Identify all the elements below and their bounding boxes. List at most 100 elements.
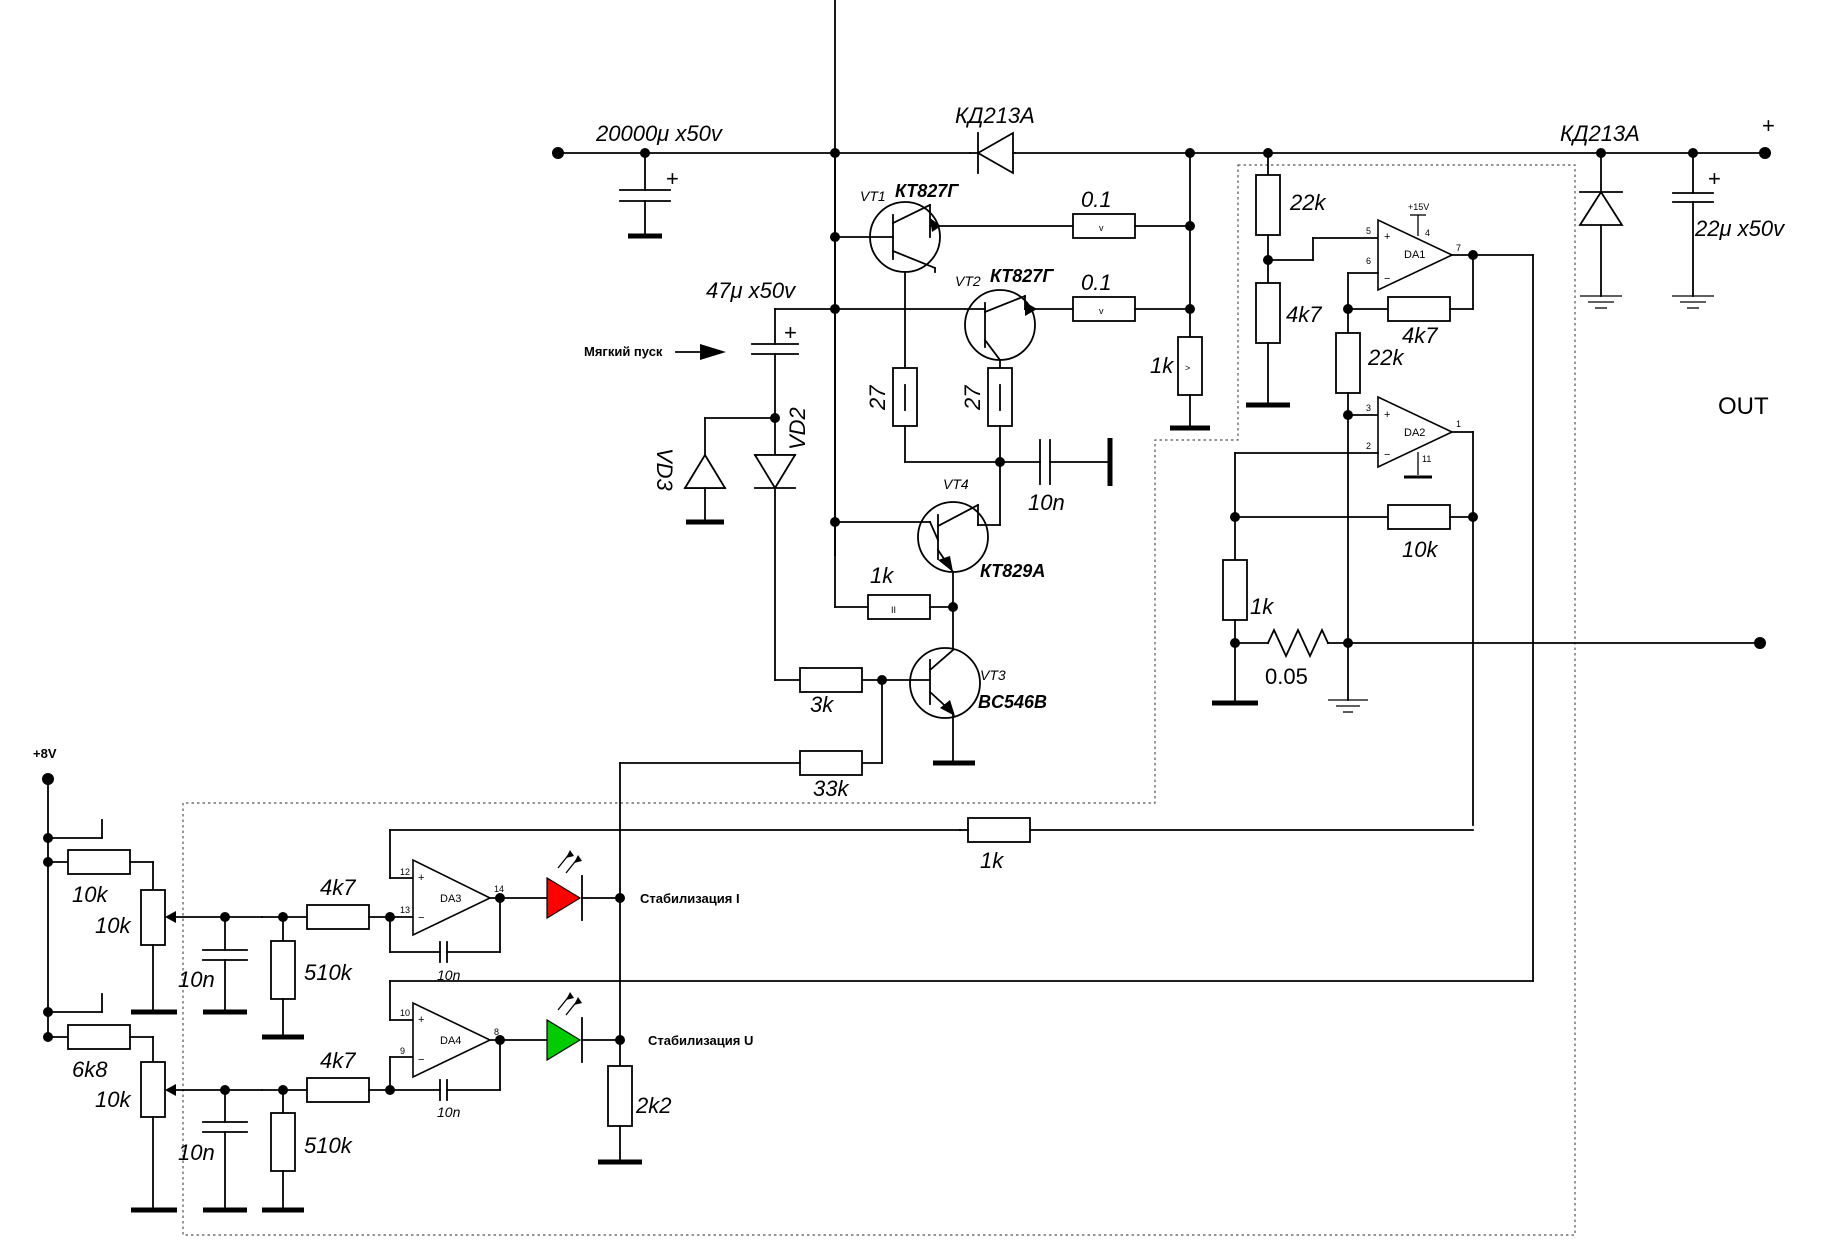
svg-text:10n: 10n [437,967,461,983]
r-1k-long-label: 1k [980,848,1004,873]
r-33k-label: 33k [813,776,849,801]
transistor-vt2: VT2 КТ827Г [834,266,1074,369]
r-22k-mid-label: 22k [1367,345,1404,370]
c-47-label: 47μ x50v [706,278,797,303]
r-4k7-fb-label: 4k7 [1402,323,1438,348]
da3-label: DA3 [440,893,461,905]
svg-text:3: 3 [1366,403,1371,413]
vt2-label: КТ827Г [990,266,1054,286]
svg-text:4: 4 [1425,228,1430,238]
v8-label: +8V [33,746,57,761]
r-6k8-label: 6k8 [72,1057,108,1082]
c-10n-b-label: 10n [178,1140,215,1165]
stab-u-label: Стабилизация U [648,1033,753,1048]
c-10n-a-label: 10n [178,967,215,992]
svg-text:+: + [418,1014,424,1026]
svg-text:11: 11 [1422,454,1431,464]
svg-text:2: 2 [1366,441,1371,451]
da2-label: DA2 [1404,427,1425,439]
capacitor-main: + 20000μ x50v [595,121,724,239]
vt1-label: КТ827Г [895,181,959,201]
svg-text:VT4: VT4 [943,476,969,492]
diode-top-label: КД213А [955,103,1035,128]
divider-and-da1: 22k 4k7 5 6 4 7 + − DA1 +15V 4k7 22k [1246,152,1534,982]
svg-text:VT1: VT1 [860,188,886,204]
board-outline [182,164,1576,1236]
da4-label: DA4 [440,1035,461,1047]
r-1k-side-label: 1k [1150,353,1174,378]
svg-text:5: 5 [1366,226,1371,236]
svg-text:10: 10 [400,1008,410,1018]
r-2k2-label: 2k2 [635,1093,671,1118]
r-3k-label: 3k [810,692,834,717]
svg-text:12: 12 [400,867,410,877]
output-plus-label: + [1762,113,1775,138]
control-section: +8V 10k 10k 10n 510k [33,746,1534,1213]
svg-text:−: − [418,912,424,924]
r-22k-top-label: 22k [1289,190,1326,215]
diode-out-label: КД213А [1560,121,1640,146]
svg-text:+: + [1384,231,1390,243]
svg-text:+: + [418,872,424,884]
svg-text:1: 1 [1456,419,1461,429]
c-10n-top-label: 10n [1028,490,1065,515]
vd2-label: VD2 [785,407,810,450]
r-510k-b-label: 510k [304,1133,353,1158]
vt3-label: BC546B [978,692,1047,712]
r-1k-vt4-label: 1k [870,563,894,588]
r-10k-fb-label: 10k [1402,537,1438,562]
pot-b-label: 10k [95,1087,131,1112]
svg-text:VT2: VT2 [955,273,981,289]
svg-text:9: 9 [400,1046,405,1056]
r-4k7-div-label: 4k7 [1286,302,1322,327]
led-voltage [546,1018,582,1062]
svg-text:−: − [1384,449,1390,461]
svg-text:10n: 10n [437,1104,461,1120]
svg-text:+: + [666,166,679,191]
output-stage: КД213А + 22μ x50v OUT [1560,121,1786,420]
svg-text:+15V: +15V [1408,202,1429,212]
svg-text:+: + [784,320,797,345]
svg-text:v: v [1099,223,1104,233]
r-10k-a-label: 10k [72,882,108,907]
svg-text:8: 8 [494,1027,499,1037]
da1-label: DA1 [1404,249,1425,261]
r-e2-label: 0.1 [1081,270,1112,295]
svg-text:6: 6 [1366,256,1371,266]
svg-text:+: + [1384,409,1390,421]
transistor-vt3: VT3 BC546B 3k 33k [619,647,1047,1071]
emitter-resistors: v 0.1 v 0.1 > 1k [1072,152,1210,431]
soft-start-label: Мягкий пуск [584,344,663,359]
svg-text:27: 27 [960,385,985,411]
svg-text:v: v [1099,306,1104,316]
r-4k7-a-label: 4k7 [320,875,356,900]
stab-i-label: Стабилизация I [640,891,740,906]
svg-text:VT3: VT3 [980,667,1006,683]
out-label: OUT [1718,393,1769,420]
svg-text:+: + [1708,166,1721,191]
transistor-vt4: VT4 КТ829А II 1k [830,0,1045,669]
capacitor-main-label: 20000μ x50v [595,121,724,146]
svg-text:13: 13 [400,905,410,915]
svg-text:27: 27 [865,385,890,411]
soft-start: + 47μ x50v Мягкий пуск VD3 VD2 [584,278,836,681]
top-rail: + [552,113,1775,159]
da2: 3 2 11 1 + − DA2 10k 1k 0.05 [1212,395,1766,826]
svg-text:−: − [1384,273,1390,285]
led-current [546,876,582,920]
r-e1-label: 0.1 [1081,187,1112,212]
pot-a-label: 10k [95,913,131,938]
r-1k-sense-label: 1k [1250,594,1274,619]
r-shunt-label: 0.05 [1265,664,1308,689]
capacitor-out-label: 22μ x50v [1694,216,1786,241]
svg-text:14: 14 [494,884,504,894]
svg-text:II: II [891,605,896,615]
svg-text:−: − [418,1054,424,1066]
diode-top: КД213А [955,103,1035,175]
vd3-label: VD3 [652,448,677,492]
r-510k-a-label: 510k [304,960,353,985]
vt4-label: КТ829А [980,561,1045,581]
svg-text:7: 7 [1456,243,1461,253]
r-4k7-b-label: 4k7 [320,1048,356,1073]
